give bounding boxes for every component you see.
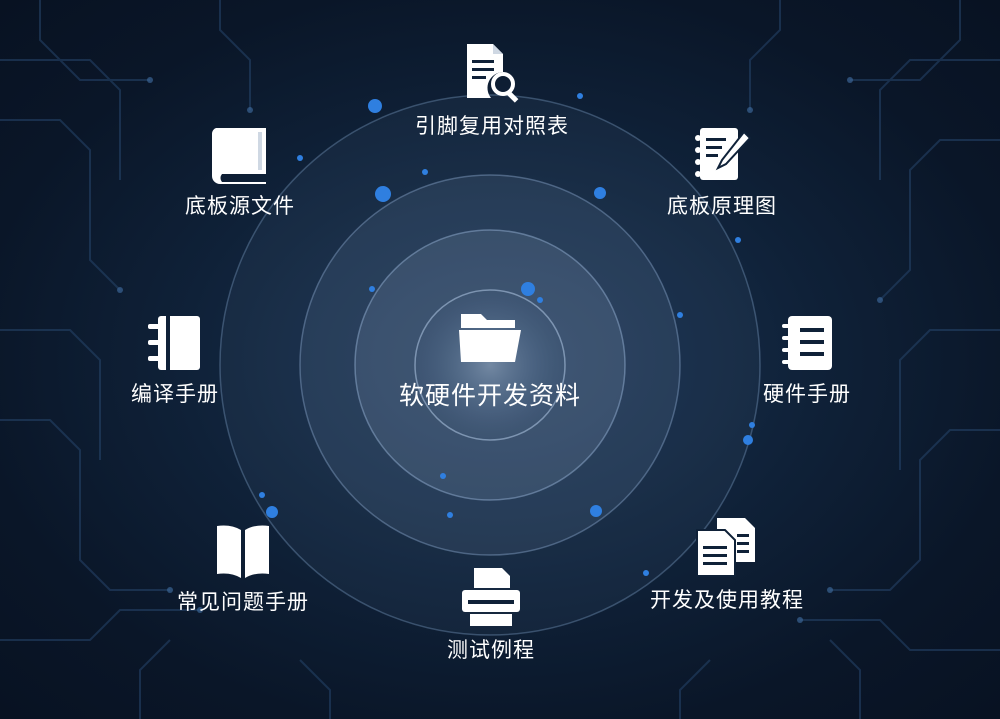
documents-icon <box>695 516 759 578</box>
node-label: 开发及使用教程 <box>650 588 804 612</box>
node-compile-manual[interactable]: 编译手册 <box>131 314 219 408</box>
ring-dot <box>369 286 375 292</box>
ring-dot <box>447 512 453 518</box>
node-pin-mux-table[interactable]: 引脚复用对照表 <box>415 42 569 140</box>
node-dev-tutorial[interactable]: 开发及使用教程 <box>650 516 804 614</box>
ring-dot <box>375 186 391 202</box>
notebook-pen-icon <box>692 124 752 184</box>
core-ring <box>414 289 566 441</box>
document-search-icon <box>461 42 523 104</box>
ring-dot <box>521 282 535 296</box>
ring-dot <box>743 435 753 445</box>
ring-dot <box>422 169 428 175</box>
ring-dot <box>577 93 583 99</box>
folder-icon <box>457 308 523 368</box>
ring-dot <box>749 422 755 428</box>
node-label: 测试例程 <box>447 638 535 662</box>
ring-dot <box>537 297 543 303</box>
node-label: 底板原理图 <box>667 194 777 218</box>
node-label: 硬件手册 <box>763 382 851 406</box>
ring-dot <box>259 492 265 498</box>
node-test-examples[interactable]: 测试例程 <box>447 566 535 664</box>
node-board-source-files[interactable]: 底板源文件 <box>185 126 295 220</box>
node-faq-manual[interactable]: 常见问题手册 <box>177 522 309 616</box>
node-label: 编译手册 <box>131 382 219 406</box>
node-board-schematic[interactable]: 底板原理图 <box>667 124 777 220</box>
node-hardware-manual[interactable]: 硬件手册 <box>763 314 851 408</box>
node-label: 引脚复用对照表 <box>415 114 569 138</box>
center-label: 软硬件开发资料 <box>398 381 582 410</box>
ring-dot <box>594 187 606 199</box>
ring-dot <box>368 99 382 113</box>
ring-dot <box>735 237 741 243</box>
binder-icon <box>146 314 204 372</box>
book-icon <box>210 126 270 184</box>
printer-icon <box>458 566 524 628</box>
node-label: 底板源文件 <box>185 194 295 218</box>
node-label: 常见问题手册 <box>177 590 309 614</box>
open-book-icon <box>213 522 273 580</box>
ring-dot <box>266 506 278 518</box>
center-node: 软硬件开发资料 <box>399 308 581 412</box>
ring-dot <box>643 570 649 576</box>
spiral-notebook-icon <box>778 314 836 372</box>
ring-dot <box>677 312 683 318</box>
ring-dot <box>440 473 446 479</box>
ring-dot <box>297 155 303 161</box>
ring-dot <box>590 505 602 517</box>
